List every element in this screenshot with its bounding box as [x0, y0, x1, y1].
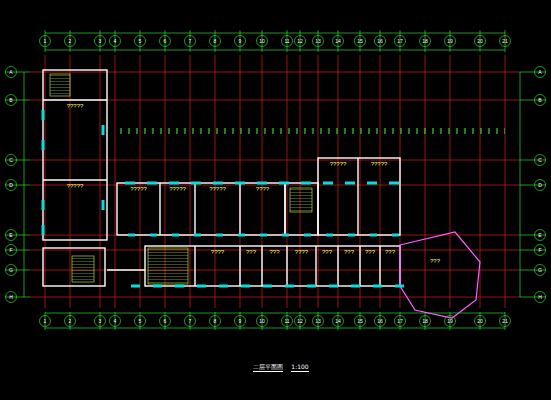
room-label: ????? — [330, 161, 347, 167]
room: ??? — [316, 246, 338, 286]
axis-number: 11 — [284, 319, 289, 324]
axis-number: 15 — [357, 39, 363, 44]
room-label: ????? — [209, 186, 226, 192]
room: ????? — [43, 180, 107, 235]
axis-number: 18 — [422, 39, 428, 44]
axis-number: F — [538, 248, 541, 253]
room-label: ????? — [130, 186, 147, 192]
room: ????? — [358, 158, 400, 235]
room: ??? — [338, 246, 360, 286]
axis-number: 12 — [297, 319, 303, 324]
axis-number: 17 — [397, 319, 403, 324]
axis-number: 1 — [44, 319, 47, 324]
axis-number: 4 — [114, 39, 117, 44]
axis-number: 12 — [297, 39, 303, 44]
axis-number: 19 — [447, 39, 453, 44]
room: ???? — [287, 246, 316, 286]
axis-number: 21 — [502, 319, 508, 324]
room-label: ??? — [322, 249, 332, 255]
axis-number: D — [9, 183, 13, 188]
room-label: ????? — [169, 186, 186, 192]
room-label: ??? — [246, 249, 256, 255]
room-label: ????? — [67, 183, 84, 189]
axis-number: 13 — [315, 39, 321, 44]
axis-number: A — [538, 70, 541, 75]
room: ????? — [318, 158, 358, 235]
room: ??? — [380, 246, 400, 286]
room: ????? — [160, 183, 195, 235]
axis-number: 10 — [259, 39, 265, 44]
axis-number: 14 — [335, 39, 341, 44]
axis-number: 2 — [69, 319, 72, 324]
axis-number: F — [9, 248, 12, 253]
room-label: ???? — [256, 186, 269, 192]
axis-number: 21 — [502, 39, 508, 44]
scale-label: 1:100 — [291, 364, 308, 372]
axis-number: 17 — [397, 39, 403, 44]
axis-number: 8 — [214, 39, 217, 44]
axis-number: 19 — [447, 319, 453, 324]
axis-number: D — [538, 183, 542, 188]
axis-number: 14 — [335, 319, 341, 324]
axis-number: E — [9, 233, 12, 238]
room-label: ??? — [430, 258, 440, 264]
axis-number: 8 — [214, 319, 217, 324]
axis-number: 20 — [477, 319, 483, 324]
axis-number: 20 — [477, 39, 483, 44]
room-label: ????? — [371, 161, 388, 167]
axis-number: 15 — [357, 319, 363, 324]
room: ????? — [117, 183, 160, 235]
room-label: ????? — [67, 103, 84, 109]
room: ??? — [405, 255, 465, 295]
room: ??? — [240, 246, 262, 286]
axis-number: 9 — [239, 39, 242, 44]
drawing-title: 二层平面图 — [253, 364, 283, 372]
axis-number: A — [9, 70, 12, 75]
axis-number: 6 — [164, 39, 167, 44]
room-label: ??? — [385, 249, 395, 255]
room: ???? — [195, 246, 240, 286]
axis-number: H — [538, 295, 542, 300]
axis-number: 16 — [377, 39, 383, 44]
axis-number: 11 — [284, 39, 289, 44]
axis-number: 7 — [189, 319, 192, 324]
room: ????? — [43, 100, 107, 180]
axis-number: 18 — [422, 319, 428, 324]
room: ????? — [195, 183, 240, 235]
axis-number: G — [538, 268, 542, 273]
axis-number: 5 — [139, 39, 142, 44]
axis-number: H — [9, 295, 13, 300]
axis-number: 9 — [239, 319, 242, 324]
room: ??? — [262, 246, 287, 286]
axis-number: 16 — [377, 319, 383, 324]
axis-number: E — [538, 233, 541, 238]
axis-number: 3 — [99, 319, 102, 324]
axis-number: 7 — [189, 39, 192, 44]
axis-number: 10 — [259, 319, 265, 324]
room-label: ???? — [295, 249, 308, 255]
axis-number: C — [538, 158, 542, 163]
axis-number: 2 — [69, 39, 72, 44]
axis-number: 6 — [164, 319, 167, 324]
room-label: ???? — [211, 249, 224, 255]
axis-number: B — [538, 98, 541, 103]
room-label: ??? — [365, 249, 375, 255]
room: ??? — [360, 246, 380, 286]
axis-number: 3 — [99, 39, 102, 44]
axis-number: 4 — [114, 319, 117, 324]
room: ???? — [240, 183, 285, 235]
axis-number: 5 — [139, 319, 142, 324]
room-label: ??? — [344, 249, 354, 255]
axis-number: 13 — [315, 319, 321, 324]
axis-number: B — [9, 98, 12, 103]
axis-number: C — [9, 158, 13, 163]
axis-number: G — [9, 268, 13, 273]
room-label: ??? — [269, 249, 279, 255]
axis-number: 1 — [44, 39, 47, 44]
